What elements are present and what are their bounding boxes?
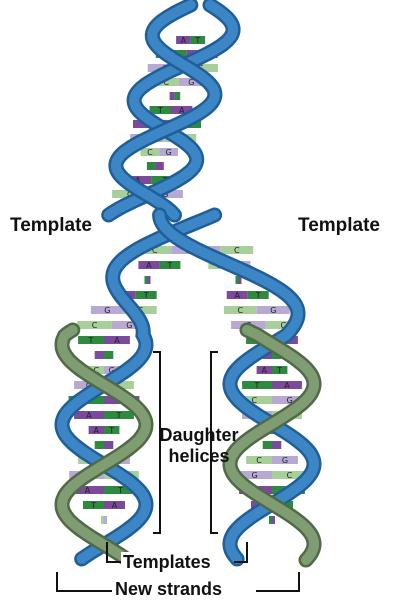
base-letter: C — [92, 321, 98, 330]
base-letter: A — [146, 261, 152, 270]
left-daughter-base-pair — [101, 516, 107, 524]
left-daughter-base-pair: TA — [83, 501, 125, 510]
base-A — [148, 276, 151, 284]
base-T — [104, 351, 113, 359]
base-letter: A — [181, 36, 187, 45]
base-T — [145, 276, 148, 284]
base-letter: T — [116, 411, 122, 420]
base-letter: A — [85, 486, 91, 495]
template-label-right: Template — [298, 215, 380, 237]
base-letter: A — [284, 381, 290, 390]
left-daughter-base-pair: AT — [74, 411, 134, 420]
base-T — [147, 162, 156, 170]
base-letter: G — [251, 471, 257, 480]
base-letter: C — [238, 306, 244, 315]
base-letter: C — [147, 148, 153, 157]
base-letter: T — [143, 291, 149, 300]
right-daughter-base-pair: CG — [246, 456, 298, 465]
base-A — [104, 441, 113, 449]
base-T — [95, 441, 104, 449]
base-G — [104, 516, 107, 524]
base-A — [95, 351, 104, 359]
base-C — [101, 516, 104, 524]
base-letter: G — [165, 148, 171, 157]
base-letter: A — [86, 411, 92, 420]
base-T — [236, 276, 239, 284]
base-letter: T — [90, 501, 96, 510]
base-letter: T — [255, 291, 261, 300]
base-letter: C — [234, 246, 240, 255]
base-letter: C — [287, 471, 293, 480]
base-letter: T — [254, 381, 260, 390]
daughter-helices-label: Daughter helices — [158, 425, 240, 467]
base-letter: G — [282, 456, 288, 465]
base-letter: C — [256, 456, 262, 465]
base-letter: T — [157, 106, 163, 115]
base-letter: G — [126, 321, 132, 330]
base-T — [269, 516, 272, 524]
base-T — [263, 441, 272, 449]
left-daughter-base-pair: TA — [78, 336, 130, 345]
left-daughter-base-pair — [95, 441, 114, 449]
base-T — [175, 92, 180, 100]
base-letter: G — [270, 306, 276, 315]
right-daughter-base-pair: TA — [242, 381, 302, 390]
base-letter: A — [114, 336, 120, 345]
template-label-left: Template — [10, 215, 92, 237]
left-daughter-base-pair — [145, 276, 151, 284]
right-daughter-base-pair: GC — [237, 471, 307, 480]
right-daughter-base-pair — [263, 441, 282, 449]
new-strands-label: New strands — [112, 579, 225, 600]
base-letter: T — [166, 261, 172, 270]
base-A — [272, 441, 281, 449]
base-A — [272, 516, 275, 524]
templates-label: Templates — [121, 552, 213, 573]
right-daughter-base-pair: AT — [227, 291, 269, 300]
base-letter: A — [234, 291, 240, 300]
left-daughter-base-pair: AT — [138, 261, 180, 270]
left-daughter-base-pair: AT — [89, 426, 120, 435]
base-letter: A — [94, 426, 100, 435]
base-letter: T — [276, 366, 282, 375]
base-A — [170, 92, 175, 100]
base-A — [155, 162, 164, 170]
base-letter: T — [117, 486, 123, 495]
right-daughter-base-pair: AT — [257, 366, 288, 375]
base-letter: T — [108, 426, 114, 435]
base-letter: A — [262, 366, 268, 375]
base-letter: T — [194, 36, 200, 45]
parent-base-pair — [147, 162, 164, 170]
parent-base-pair: CG — [141, 148, 178, 157]
base-letter: A — [112, 501, 118, 510]
parent-base-pair: AT — [176, 36, 205, 45]
base-letter: T — [88, 336, 94, 345]
base-letter: G — [104, 306, 110, 315]
right-daughter-base-pair: CG — [224, 306, 290, 315]
parent-base-pair — [170, 92, 181, 100]
left-daughter-base-pair — [95, 351, 114, 359]
right-daughter-base-pair — [269, 516, 275, 524]
